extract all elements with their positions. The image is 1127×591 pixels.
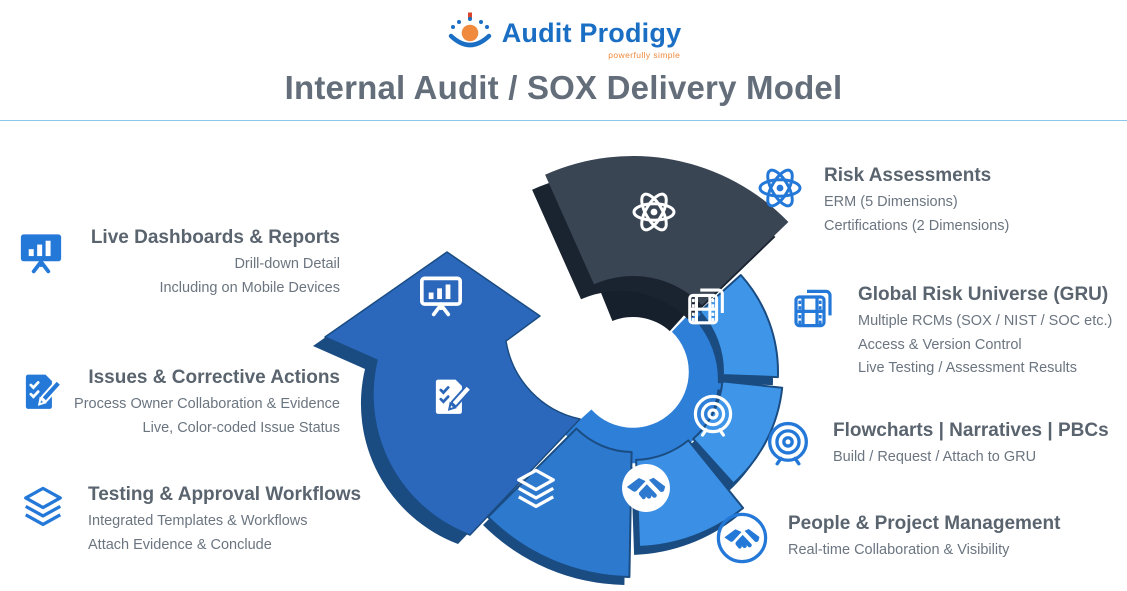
layers-icon <box>20 483 66 529</box>
feature-live-dashboards: Live Dashboards & Reports Drill-down Det… <box>18 226 340 300</box>
logo-tagline: powerfully simple <box>608 49 681 60</box>
title-divider <box>0 120 1127 121</box>
layers-icon <box>513 465 559 511</box>
feature-subline: Real-time Collaboration & Visibility <box>788 542 1010 558</box>
page-title: Internal Audit / SOX Delivery Model <box>284 69 843 106</box>
feature-heading: People & Project Management <box>788 513 1061 534</box>
feature-subline: Live, Color-coded Issue Status <box>142 419 340 436</box>
atom-icon <box>756 164 804 212</box>
feature-subline: Process Owner Collaboration & Evidence <box>74 396 340 412</box>
presentation-board-icon <box>418 273 464 319</box>
logo-text: Audit Prodigy powerfully simple <box>501 17 682 60</box>
feature-subline: Drill-down Detail <box>234 256 340 272</box>
feature-subline: Including on Mobile Devices <box>159 279 340 296</box>
feature-subline: Multiple RCMs (SOX / NIST / SOC etc.) <box>858 313 1113 329</box>
feature-heading: Issues & Corrective Actions <box>88 367 340 388</box>
feature-heading: Global Risk Universe (GRU) <box>858 284 1109 305</box>
feature-subline: Access & Version Control <box>858 336 1022 353</box>
logo: Audit Prodigy powerfully simple <box>446 12 682 60</box>
atom-icon <box>630 188 678 236</box>
film-frames-icon <box>684 282 730 328</box>
feature-heading: Live Dashboards & Reports <box>90 227 340 248</box>
film-frames-icon <box>790 283 838 331</box>
feature-subline: Attach Evidence & Conclude <box>88 536 272 553</box>
feature-subline: Live Testing / Assessment Results <box>858 360 1077 376</box>
feature-heading: Risk Assessments <box>824 165 992 186</box>
feature-risk-assessments: Risk Assessments ERM (5 Dimensions) Cert… <box>756 164 1009 238</box>
handshake-icon <box>621 463 671 513</box>
feature-flowcharts-narratives-pbcs: Flowcharts | Narratives | PBCs Build / R… <box>763 419 1109 470</box>
checklist-pencil-icon <box>18 370 62 414</box>
target-icon <box>689 392 737 440</box>
feature-issues-corrective-actions: Issues & Corrective Actions Process Owne… <box>18 366 340 440</box>
feature-testing-approval-workflows: Testing & Approval Workflows Integrated … <box>20 483 380 557</box>
header: Audit Prodigy powerfully simple Internal… <box>0 0 1127 107</box>
audit-prodigy-logo-icon <box>448 12 491 48</box>
presentation-board-icon <box>18 230 64 276</box>
feature-subline: Build / Request / Attach to GRU <box>833 449 1037 465</box>
feature-global-risk-universe: Global Risk Universe (GRU) Multiple RCMs… <box>790 283 1112 381</box>
feature-heading: Testing & Approval Workflows <box>88 484 362 505</box>
target-icon <box>763 419 813 469</box>
feature-subline: ERM (5 Dimensions) <box>824 194 958 210</box>
feature-heading: Flowcharts | Narratives | PBCs <box>833 420 1109 441</box>
feature-subline: Certifications (2 Dimensions) <box>824 217 1010 234</box>
feature-subline: Integrated Templates & Workflows <box>88 513 308 529</box>
feature-people-project-management: People & Project Management Real-time Co… <box>716 512 1060 564</box>
handshake-icon <box>716 512 768 564</box>
logo-name: Audit Prodigy <box>501 17 682 48</box>
checklist-pencil-icon <box>428 375 472 419</box>
